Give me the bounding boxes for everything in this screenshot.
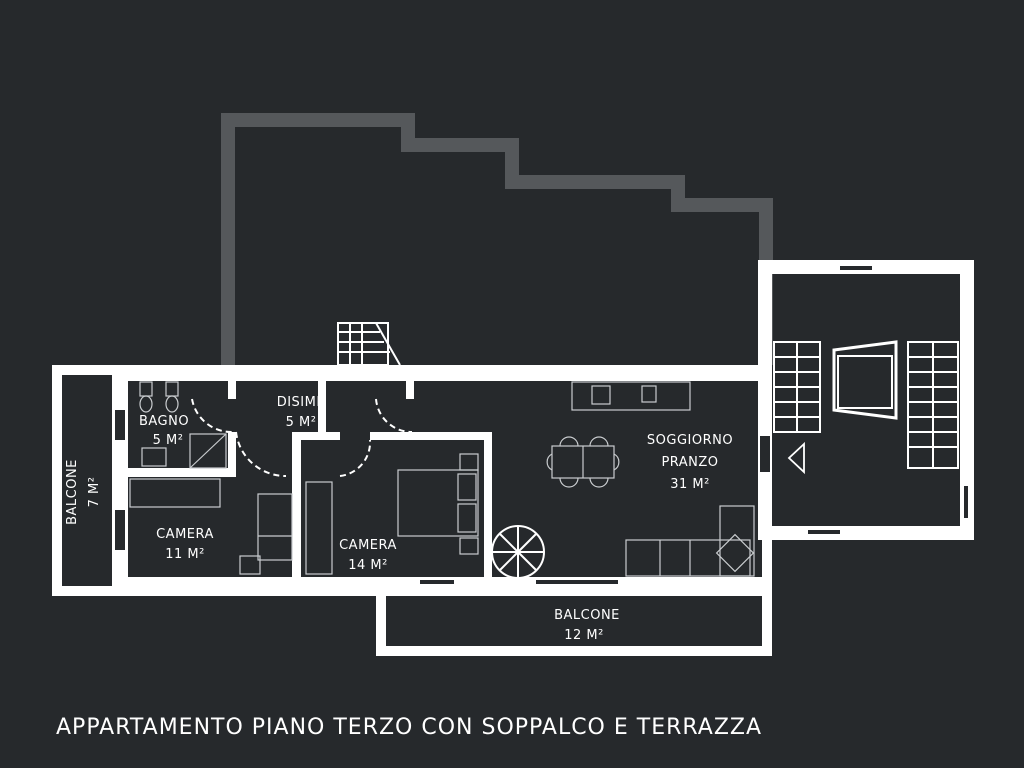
room-balcone-12-area: 12 M² (564, 628, 604, 643)
spiral-staircase-icon (491, 525, 545, 579)
doors (191, 398, 413, 478)
room-labels: BAGNO 5 M² DISIMP. 5 M² SOGGIORNO PRANZO… (65, 395, 733, 643)
furniture (129, 381, 755, 579)
room-balcone-7-area: 7 M² (87, 477, 102, 508)
mezzanine-stair-icon (337, 322, 401, 366)
room-disimp-area: 5 M² (286, 415, 317, 430)
room-disimp-name: DISIMP. (277, 395, 328, 410)
room-balcone-12-name: BALCONE (554, 608, 620, 623)
room-camera-11-area: 11 M² (165, 547, 205, 562)
wardrobe-icon (129, 478, 333, 575)
toilet-icon (139, 381, 179, 413)
plan-title: APPARTAMENTO PIANO TERZO CON SOPPALCO E … (56, 715, 762, 740)
balcone-west (112, 375, 128, 586)
room-bagno-name: BAGNO (139, 414, 189, 429)
room-soggiorno-name: SOGGIORNO (647, 433, 733, 448)
room-camera-14-area: 14 M² (348, 558, 388, 573)
interior-walls (128, 375, 762, 586)
room-bagno-area: 5 M² (153, 433, 184, 448)
room-camera-14-name: CAMERA (339, 538, 397, 553)
stair-arrow-icon (787, 441, 805, 475)
kitchen-counter-icon (571, 381, 691, 411)
room-pranzo-name: PRANZO (661, 455, 718, 470)
mezzanine-outline (221, 113, 773, 365)
room-camera-11-name: CAMERA (156, 527, 214, 542)
room-balcone-7-name: BALCONE (65, 459, 80, 525)
dining-table-icon (546, 436, 620, 488)
sofa-icon (625, 505, 755, 577)
stair-flight-icon (773, 340, 959, 469)
balcone-south (376, 596, 772, 656)
room-soggiorno-area: 31 M² (670, 477, 710, 492)
exterior-walls (52, 365, 772, 596)
shower-icon (141, 433, 227, 469)
bed-icon (239, 453, 479, 575)
stairwell (758, 260, 974, 540)
